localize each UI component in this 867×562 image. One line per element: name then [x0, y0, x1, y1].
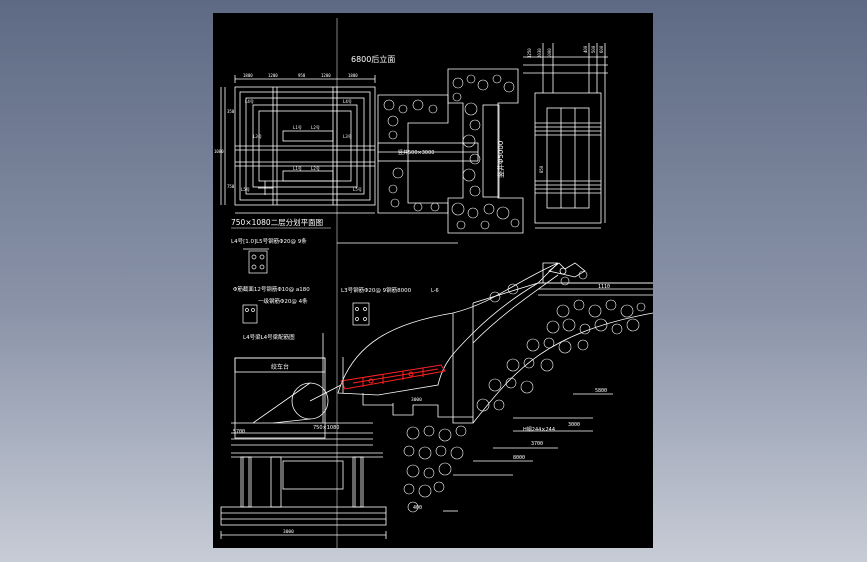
plan-dim-1: 1800	[243, 73, 253, 78]
elevation-title: 6800后立面	[351, 54, 395, 64]
note-5: L4号梁L4号梁配筋图	[243, 333, 295, 341]
rubble-pattern-bottom	[403, 270, 646, 513]
tr-dim-3: 1000	[547, 48, 552, 58]
headframe-section	[523, 43, 608, 229]
elev-400: 400	[413, 505, 422, 511]
machine-label: 绞车台	[271, 363, 289, 371]
hoist-machine	[220, 333, 387, 539]
rubble-pattern-top	[383, 74, 520, 230]
elev-1110: 1110	[598, 284, 610, 290]
tr-dim-2: 2030	[537, 48, 542, 58]
plan-dim-4: 1200	[321, 73, 331, 78]
tr-dim-6: 600	[599, 45, 604, 53]
beam-tag-5: L1号	[293, 124, 302, 130]
plan-dim-3: 950	[298, 73, 306, 78]
top-right-dims: 3250 2030 1000 400 500 600 850	[527, 45, 604, 173]
beam-tag-6: L2号	[311, 124, 320, 130]
slope-embankment	[337, 262, 653, 424]
plan-dim-2: 1200	[268, 73, 278, 78]
notes-block: L4号[1.0]L5号钢筋Φ20@ 9条 Φ筋截面12号钢筋Φ10@ a180 …	[231, 237, 412, 341]
plan-side-dim-1: 350	[227, 109, 235, 114]
note-1: L4号[1.0]L5号钢筋Φ20@ 9条	[231, 237, 307, 245]
stepped-levels	[362, 393, 613, 512]
room-tag: L-6	[431, 288, 439, 294]
plan-view	[220, 75, 376, 214]
beam-tag-10: L5号	[353, 186, 362, 192]
cross-beam-label: 竖井500×3000	[398, 149, 434, 156]
shaft-elevation	[337, 68, 524, 244]
plan-side-dim-2: 1080	[214, 149, 224, 154]
top-gear	[548, 262, 586, 278]
plan-dim-5: 1800	[348, 73, 358, 78]
cad-drawing: 6800后立面	[214, 18, 653, 548]
plan-side-dim-3: 750	[227, 184, 235, 189]
beam-tag-2: L4号	[343, 98, 352, 104]
drawing-sheet: 6800后立面	[213, 13, 653, 548]
beam-tag-4: L3号	[343, 133, 352, 139]
note-2: Φ筋截面12号钢筋Φ10@ a180	[233, 285, 310, 293]
bottom-dim-label: 3000	[283, 529, 294, 535]
left-dim-label: 5700	[233, 429, 245, 435]
rebar-details	[242, 248, 370, 326]
tr-dim-5: 500	[591, 45, 596, 53]
beam-tag-9: L5号	[241, 186, 250, 192]
tr-dim-1: 3250	[527, 48, 532, 58]
highlighted-beam	[340, 364, 446, 390]
beam-tag-1: L4号	[245, 98, 254, 104]
beam-tag-7: L1号	[293, 165, 302, 171]
tr-dim-7: 850	[539, 165, 544, 173]
pipe-label: H钢244×244	[523, 426, 555, 433]
elev-3000a: 3000	[411, 397, 422, 403]
shaft-dim-label: 竖井Φ5000	[496, 141, 505, 178]
elev-3700: 3700	[531, 441, 543, 447]
note-3: 一级钢筋Φ20@ 4条	[258, 297, 308, 305]
elev-3000b: 3000	[568, 422, 580, 428]
note-4: L3号钢筋Φ20@ 9钢筋8000	[341, 286, 412, 294]
elev-8000: 8000	[513, 455, 525, 461]
plan-title: 750×1080二层分划平面图	[231, 217, 323, 227]
beam-tag-8: L2号	[311, 165, 320, 171]
beam-tag-3: L3号	[253, 133, 262, 139]
beam-size-label: 750×1080	[313, 425, 339, 431]
tr-dim-4: 400	[583, 45, 588, 53]
elev-5800: 5800	[595, 388, 607, 394]
plan-dims: 1800 1200 950 1200 1800 350 1080 750 L4号…	[214, 73, 362, 192]
